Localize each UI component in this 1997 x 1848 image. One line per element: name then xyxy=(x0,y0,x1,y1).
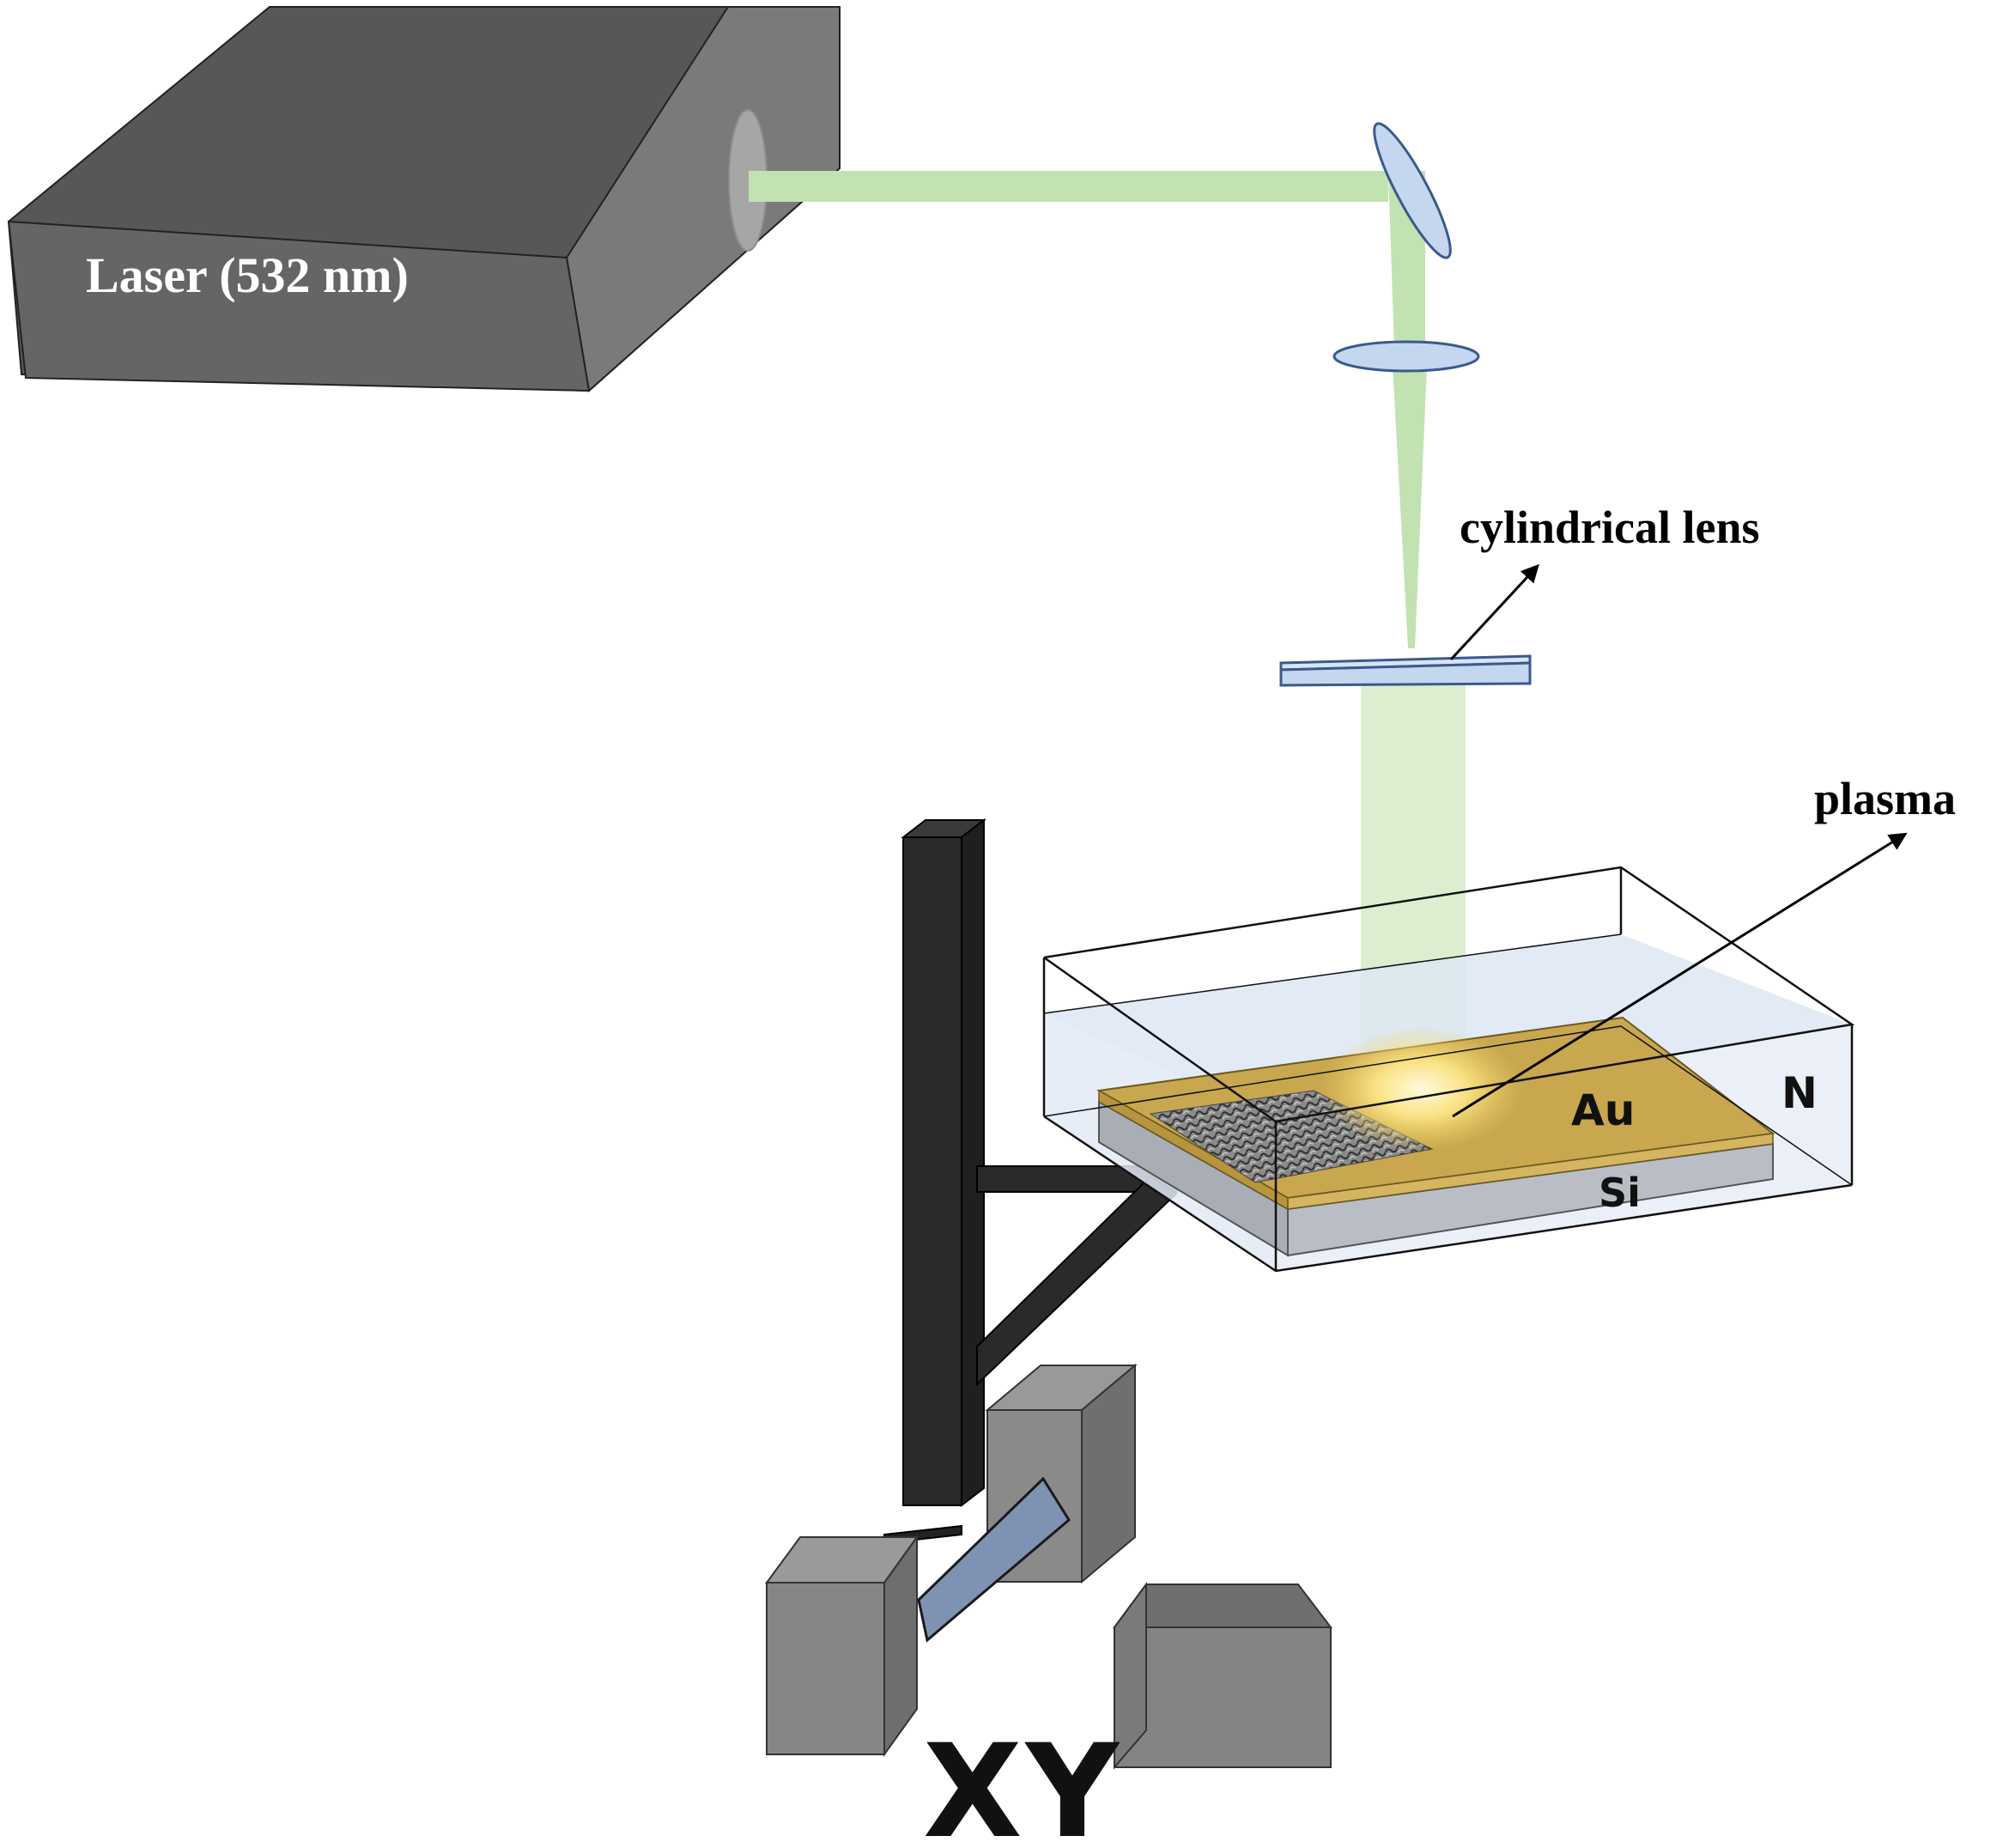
stage-rod xyxy=(917,1476,1071,1643)
container-outline xyxy=(1042,866,1855,1273)
stage-block-right-front xyxy=(1114,1626,1332,1768)
plasma-glow-icon xyxy=(1320,1027,1522,1151)
beam-horizontal xyxy=(749,171,1388,202)
mirror xyxy=(1373,122,1452,259)
cylindrical-lens-arrow xyxy=(1449,563,1539,661)
cyl-lens-front xyxy=(1279,661,1532,687)
laser-side-face xyxy=(565,6,841,392)
support-post xyxy=(901,818,1178,1508)
laser-source: Laser (532 nm) xyxy=(7,6,841,392)
laser-beam xyxy=(749,171,1466,1056)
xy-stage-label: XY xyxy=(923,1717,1122,1848)
stage-block-left-side xyxy=(883,1534,918,1758)
cylindrical-lens xyxy=(1279,654,1532,687)
post-side xyxy=(961,818,985,1508)
stage-block-right-side xyxy=(1114,1581,1147,1770)
stage-block-back-side xyxy=(1081,1363,1136,1584)
si-label: Si xyxy=(1599,1170,1641,1216)
xy-stage: XY xyxy=(765,1363,1333,1848)
focusing-lens xyxy=(1332,340,1480,373)
laser-label: Laser (532 nm) xyxy=(86,247,409,303)
liquid-cell: Au Si N xyxy=(1042,866,1855,1273)
cylindrical-lens-label: cylindrical lens xyxy=(1460,502,1760,553)
post-front xyxy=(902,836,962,1506)
n-label: N xyxy=(1782,1068,1818,1118)
beam-converging xyxy=(1393,365,1427,648)
arm-diagonal xyxy=(976,1175,1178,1387)
au-label: Au xyxy=(1571,1085,1635,1135)
mirror-icon xyxy=(1373,122,1452,259)
plasma-arrow xyxy=(1452,832,1908,1118)
laser-front-face xyxy=(7,220,591,392)
plasma-label: plasma xyxy=(1814,773,1956,824)
gold-side-edge xyxy=(1287,1133,1774,1210)
stage-block-left-front xyxy=(766,1582,885,1755)
lens-icon xyxy=(1332,340,1480,373)
